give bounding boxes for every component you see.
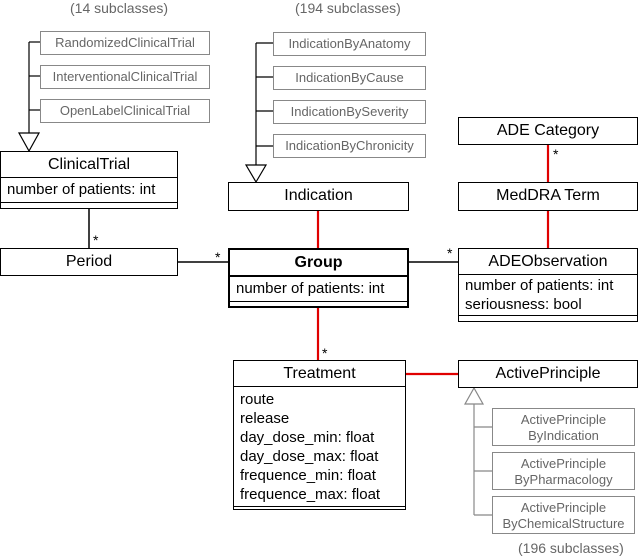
subclass-line: ActivePrinciple [520,412,607,427]
subclass-indication-by-cause: IndicationByCause [273,66,426,90]
class-ade-observation: ADEObservation number of patients: int s… [458,248,638,322]
subclass-open-label-clinical-trial: OpenLabelClinicalTrial [40,99,210,123]
class-clinical-trial: ClinicalTrial number of patients: int [0,151,178,209]
class-attributes: route release day_dose_min: float day_do… [234,387,405,507]
active-principle-subclass-note: (196 subclasses) [518,540,624,556]
clinical-trial-generalization [17,41,41,153]
subclass-active-principle-by-pharmacology: ActivePrinciple ByPharmacology [492,452,635,490]
class-treatment: Treatment route release day_dose_min: fl… [233,360,406,510]
class-active-principle: ActivePrinciple [458,360,638,388]
class-title: ADE Category [496,122,600,139]
class-attribute: route [240,391,275,408]
class-title: ADEObservation [459,249,637,275]
class-title: Treatment [234,361,405,387]
class-title: ActivePrinciple [495,365,601,382]
class-indication: Indication [228,182,409,211]
class-attribute: release [240,410,290,427]
subclass-randomized-clinical-trial: RandomizedClinicalTrial [40,31,210,55]
class-ade-category: ADE Category [458,117,638,145]
class-title: Group [230,250,407,277]
class-attribute: seriousness: bool [465,296,582,313]
subclass-indication-by-severity: IndicationBySeverity [273,100,426,124]
multiplicity-period-group: * [215,249,221,265]
class-title: Indication [284,187,353,204]
class-attributes: number of patients: int seriousness: boo… [459,275,637,316]
multiplicity-group-treatment: * [322,345,328,361]
class-attribute: frequence_min: float [240,467,376,484]
class-period: Period [0,248,178,276]
subclass-interventional-clinical-trial: InterventionalClinicalTrial [40,65,210,89]
subclass-indication-by-chronicity: IndicationByChronicity [273,134,426,158]
indication-subclass-note: (194 subclasses) [295,0,401,16]
associations [88,144,550,376]
multiplicity-group-ade: * [447,245,453,261]
class-title: MedDRA Term [496,187,600,204]
class-title: ClinicalTrial [1,152,177,178]
class-attribute: number of patients: int [465,277,614,294]
multiplicity-meddra-adecategory: * [553,146,559,162]
subclass-active-principle-by-chemical-structure: ActivePrinciple ByChemicalStructure [492,496,635,534]
class-attribute: number of patients: int [230,277,407,302]
class-attribute: frequence_max: float [240,486,381,503]
subclass-line: ActivePrinciple [520,456,607,471]
subclass-line: ByChemicalStructure [502,516,625,531]
subclass-line: ActivePrinciple [520,500,607,515]
multiplicity-trial-period: * [93,232,99,248]
class-attribute: day_dose_max: float [240,448,379,465]
subclass-line: ByIndication [528,428,599,443]
class-attribute: day_dose_min: float [240,429,375,446]
subclass-line: ByPharmacology [514,472,613,487]
clinical-trial-subclass-note: (14 subclasses) [70,0,169,16]
class-group: Group number of patients: int [228,248,409,308]
subclass-active-principle-by-indication: ActivePrinciple ByIndication [492,408,635,446]
class-attribute: number of patients: int [1,178,177,203]
indication-generalization [244,42,273,184]
class-meddra-term: MedDRA Term [458,182,638,211]
subclass-indication-by-anatomy: IndicationByAnatomy [273,32,426,56]
active-principle-generalization [463,386,492,516]
class-title: Period [65,253,113,270]
